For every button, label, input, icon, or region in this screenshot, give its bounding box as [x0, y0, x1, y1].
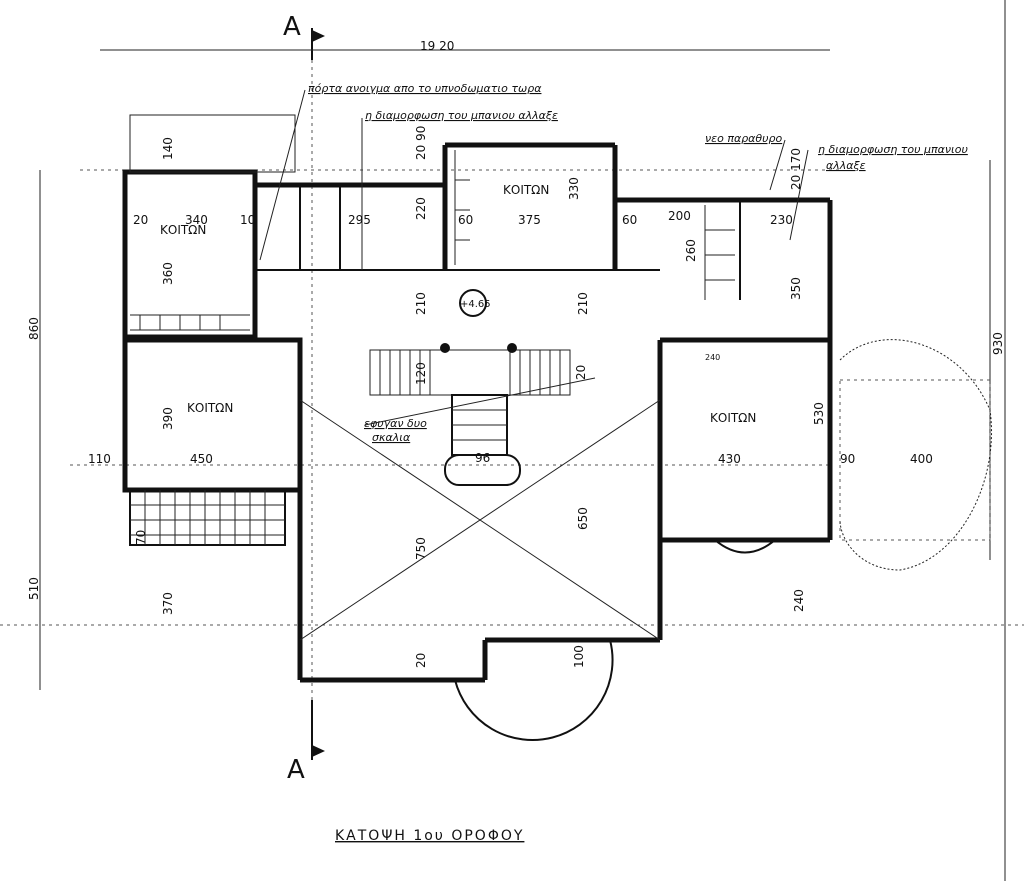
svg-text:210: 210	[576, 292, 590, 315]
svg-text:110: 110	[88, 452, 111, 466]
svg-text:200: 200	[668, 209, 691, 223]
svg-text:96: 96	[475, 451, 490, 465]
svg-text:90: 90	[840, 452, 855, 466]
svg-text:650: 650	[576, 507, 590, 530]
svg-text:100: 100	[572, 645, 586, 668]
void-cross	[299, 399, 661, 641]
annotation-bath1: η διαμορφωση του μπανιου αλλαξε	[365, 109, 558, 122]
svg-text:860: 860	[27, 317, 41, 340]
room-label: ΚΟΙΤΩΝ	[710, 411, 756, 425]
svg-text:260: 260	[684, 239, 698, 262]
svg-text:20: 20	[574, 365, 588, 380]
svg-text:750: 750	[414, 537, 428, 560]
annotation-window: νεο παραθυρο	[705, 132, 783, 145]
svg-text:140: 140	[161, 137, 175, 160]
svg-text:20: 20	[414, 653, 428, 668]
room-label: ΚΟΙΤΩΝ	[160, 223, 206, 237]
svg-text:450: 450	[190, 452, 213, 466]
annotation-columns-line1: εφυγαν δυο	[364, 417, 427, 430]
svg-text:340: 340	[185, 213, 208, 227]
svg-text:295: 295	[348, 213, 371, 227]
balcony-top-left	[129, 114, 296, 173]
room-label: ΚΟΙΤΩΝ	[503, 183, 549, 197]
annotation-height: 240	[705, 353, 720, 362]
terrace-right	[839, 379, 991, 541]
svg-text:530: 530	[812, 402, 826, 425]
annotation-bath2-line2: αλλαξε	[826, 159, 866, 172]
svg-text:400: 400	[910, 452, 933, 466]
annotation-columns-line2: σκαλια	[372, 431, 411, 444]
annotation-door: πόρτα ανοιγμα απο το υπνοδωματιο τωρα	[308, 82, 542, 95]
bay-arc-bottom	[454, 639, 614, 742]
section-label-top: A	[283, 12, 301, 42]
svg-text:70: 70	[134, 530, 148, 545]
balcony-bottom-left	[129, 489, 286, 546]
svg-text:210: 210	[414, 292, 428, 315]
svg-text:20 170: 20 170	[789, 148, 803, 190]
wardrobes	[130, 150, 735, 331]
svg-text:350: 350	[789, 277, 803, 300]
section-marker-top: A	[283, 12, 325, 60]
svg-text:375: 375	[518, 213, 541, 227]
svg-text:20 90: 20 90	[414, 126, 428, 160]
bay-window-right	[714, 539, 776, 554]
drawing-title: ΚΑΤΟΨΗ 1ου ΟΡΟΦΟΥ	[335, 828, 524, 844]
staircase	[369, 343, 571, 486]
svg-text:510: 510	[27, 577, 41, 600]
svg-text:19 20: 19 20	[420, 39, 454, 53]
room-label: ΚΟΙΤΩΝ	[187, 401, 233, 415]
level-text: +4.65	[460, 299, 491, 310]
svg-text:120: 120	[414, 362, 428, 385]
svg-text:360: 360	[161, 262, 175, 285]
level-marker	[459, 289, 487, 317]
svg-text:370: 370	[161, 592, 175, 615]
svg-text:60: 60	[622, 213, 637, 227]
svg-text:220: 220	[414, 197, 428, 220]
svg-text:430: 430	[718, 452, 741, 466]
svg-text:930: 930	[991, 332, 1005, 355]
dimension-labels: 19 20 860 510 930 140 340 360 20 10 295 …	[27, 39, 1005, 668]
svg-text:20: 20	[133, 213, 148, 227]
svg-text:10: 10	[240, 213, 255, 227]
svg-text:230: 230	[770, 213, 793, 227]
annotation-bath2-line1: η διαμορφωση του μπανιου	[818, 143, 968, 156]
section-marker-bottom: A	[287, 700, 325, 785]
svg-text:390: 390	[161, 407, 175, 430]
planter-right	[839, 339, 992, 571]
svg-text:240: 240	[792, 589, 806, 612]
section-label-bottom: A	[287, 755, 305, 785]
svg-text:330: 330	[567, 177, 581, 200]
svg-text:60: 60	[458, 213, 473, 227]
walls	[122, 142, 833, 683]
